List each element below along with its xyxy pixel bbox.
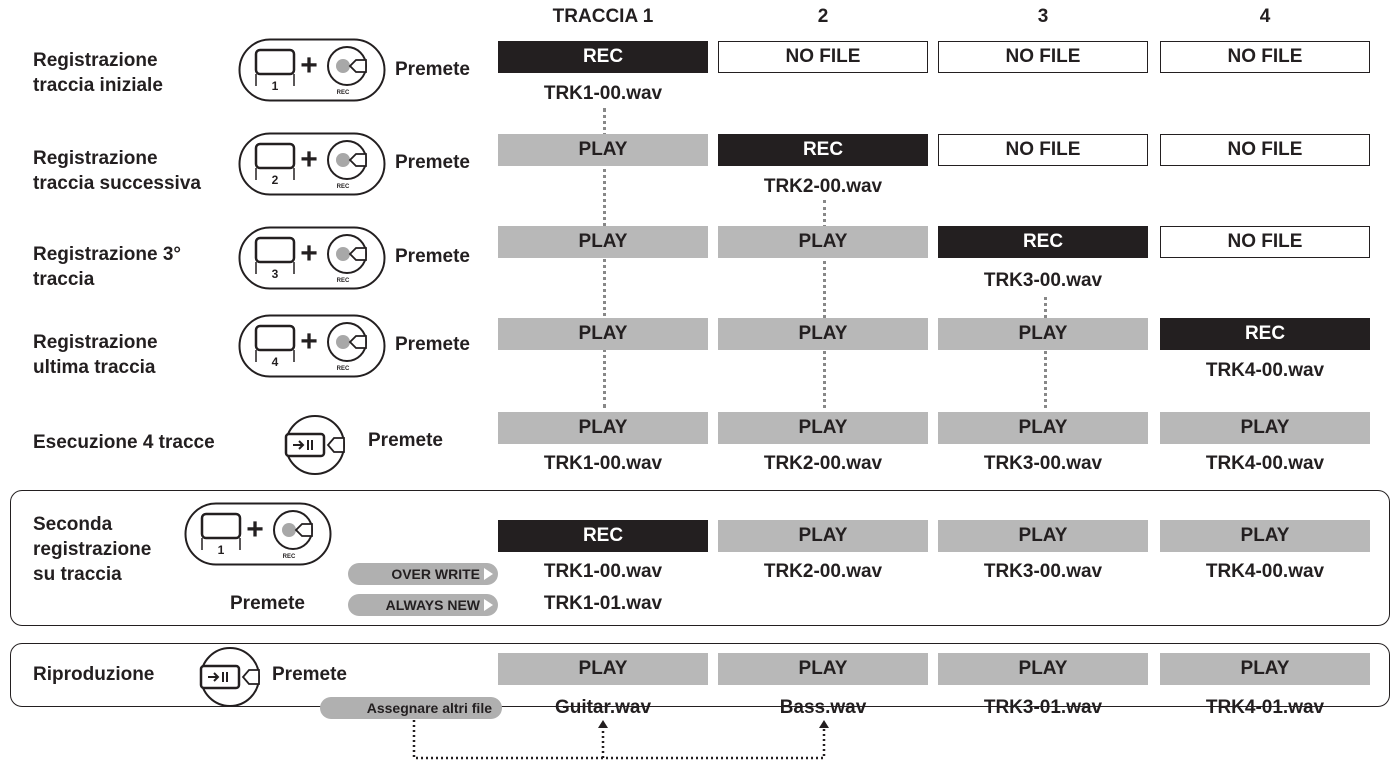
premete-label: Premete (395, 246, 470, 267)
header-track-1: TRACCIA 1 (552, 6, 654, 27)
track-1-status: PLAY (498, 653, 708, 685)
svg-text:1: 1 (272, 79, 279, 93)
premete-label: Premete (395, 59, 470, 80)
track-4-filename: TRK4-00.wav (1205, 561, 1325, 582)
track-2-status: PLAY (718, 520, 928, 552)
track-4-plus-rec-button[interactable]: 4 + REC (238, 314, 386, 378)
arrow-up-icon (819, 720, 829, 728)
track-1-filename: Guitar.wav (554, 697, 652, 718)
track-2-status: REC (718, 134, 928, 166)
track-3-status: NO FILE (938, 41, 1148, 73)
track-1-plus-rec-button[interactable]: 1 + REC (184, 502, 332, 566)
track-2-filename: TRK2-00.wav (763, 561, 883, 582)
svg-text:2: 2 (272, 173, 279, 187)
connector-line (823, 200, 826, 408)
svg-text:REC: REC (337, 278, 350, 284)
track-4-status: PLAY (1160, 520, 1370, 552)
always-new-tag: ALWAYS NEW (348, 594, 498, 616)
track-1-filename: TRK1-00.wav (543, 83, 663, 104)
track-2-status: NO FILE (718, 41, 928, 73)
connector-line (603, 108, 606, 408)
track-3-filename: TRK3-00.wav (983, 453, 1103, 474)
playback-label: Riproduzione (33, 664, 155, 685)
track-2-status: PLAY (718, 412, 928, 444)
track-2-status: PLAY (718, 653, 928, 685)
premete-label: Premete (395, 152, 470, 173)
track-1-status: PLAY (498, 412, 708, 444)
header-track-3: 3 (1037, 6, 1049, 27)
track-1-status: REC (498, 41, 708, 73)
premete-label: Premete (368, 430, 443, 451)
assign-connector (412, 720, 829, 760)
header-track-4: 4 (1259, 6, 1271, 27)
track-3-status: PLAY (938, 653, 1148, 685)
svg-text:4: 4 (272, 355, 279, 369)
track-1-status: PLAY (498, 318, 708, 350)
svg-text:3: 3 (272, 267, 279, 281)
track-3-plus-rec-button[interactable]: 3 + REC (238, 226, 386, 290)
row-5-label: Esecuzione 4 tracce (33, 432, 215, 453)
track-4-status: NO FILE (1160, 226, 1370, 258)
track-3-status: PLAY (938, 412, 1148, 444)
track-4-filename: TRK4-01.wav (1205, 697, 1325, 718)
header-track-2: 2 (817, 6, 829, 27)
play-pause-button[interactable] (272, 414, 358, 476)
track-2-filename: TRK2-00.wav (763, 453, 883, 474)
track-2-filename: TRK2-00.wav (763, 176, 883, 197)
assign-files-tag: Assegnare altri file (320, 697, 502, 719)
premete-label: Premete (395, 334, 470, 355)
track-4-status: NO FILE (1160, 41, 1370, 73)
svg-text:REC: REC (337, 366, 350, 372)
over-write-tag: OVER WRITE (348, 563, 498, 585)
track-1-filename: TRK1-00.wav (543, 453, 663, 474)
track-4-status: NO FILE (1160, 134, 1370, 166)
premete-label: Premete (272, 664, 347, 685)
arrow-up-icon (598, 720, 608, 728)
track-4-status: REC (1160, 318, 1370, 350)
track-4-filename: TRK4-00.wav (1205, 360, 1325, 381)
track-2-plus-rec-button[interactable]: 2 + REC (238, 132, 386, 196)
track-2-filename: Bass.wav (779, 697, 867, 718)
track-3-status: NO FILE (938, 134, 1148, 166)
track-4-filename: TRK4-00.wav (1205, 453, 1325, 474)
playback-section (10, 643, 1390, 707)
track-1-plus-rec-button[interactable]: 1 + REC (238, 38, 386, 102)
svg-text:REC: REC (337, 90, 350, 96)
track-3-filename: TRK3-01.wav (983, 697, 1103, 718)
track-3-status: PLAY (938, 318, 1148, 350)
track-3-filename: TRK3-00.wav (983, 561, 1103, 582)
svg-text:REC: REC (283, 554, 296, 560)
track-4-status: PLAY (1160, 653, 1370, 685)
connector-line (1044, 297, 1047, 408)
track-1-new-filename: TRK1-01.wav (543, 593, 663, 614)
svg-text:+: + (300, 143, 318, 176)
svg-text:+: + (300, 237, 318, 270)
play-pause-button[interactable] (187, 646, 273, 708)
track-3-status: PLAY (938, 520, 1148, 552)
track-3-filename: TRK3-00.wav (983, 270, 1103, 291)
svg-text:REC: REC (337, 184, 350, 190)
track-1-filename: TRK1-00.wav (543, 561, 663, 582)
premete-label: Premete (230, 593, 305, 614)
row-3-label: Registrazione 3°traccia (33, 244, 182, 290)
track-2-status: PLAY (718, 318, 928, 350)
svg-text:1: 1 (218, 543, 225, 557)
track-4-status: PLAY (1160, 412, 1370, 444)
track-1-status: PLAY (498, 134, 708, 166)
svg-text:+: + (300, 49, 318, 82)
svg-text:+: + (246, 513, 264, 546)
overdub-section (10, 490, 1390, 626)
track-1-status: PLAY (498, 226, 708, 258)
track-1-status: REC (498, 520, 708, 552)
track-2-status: PLAY (718, 226, 928, 258)
svg-text:+: + (300, 325, 318, 358)
track-3-status: REC (938, 226, 1148, 258)
